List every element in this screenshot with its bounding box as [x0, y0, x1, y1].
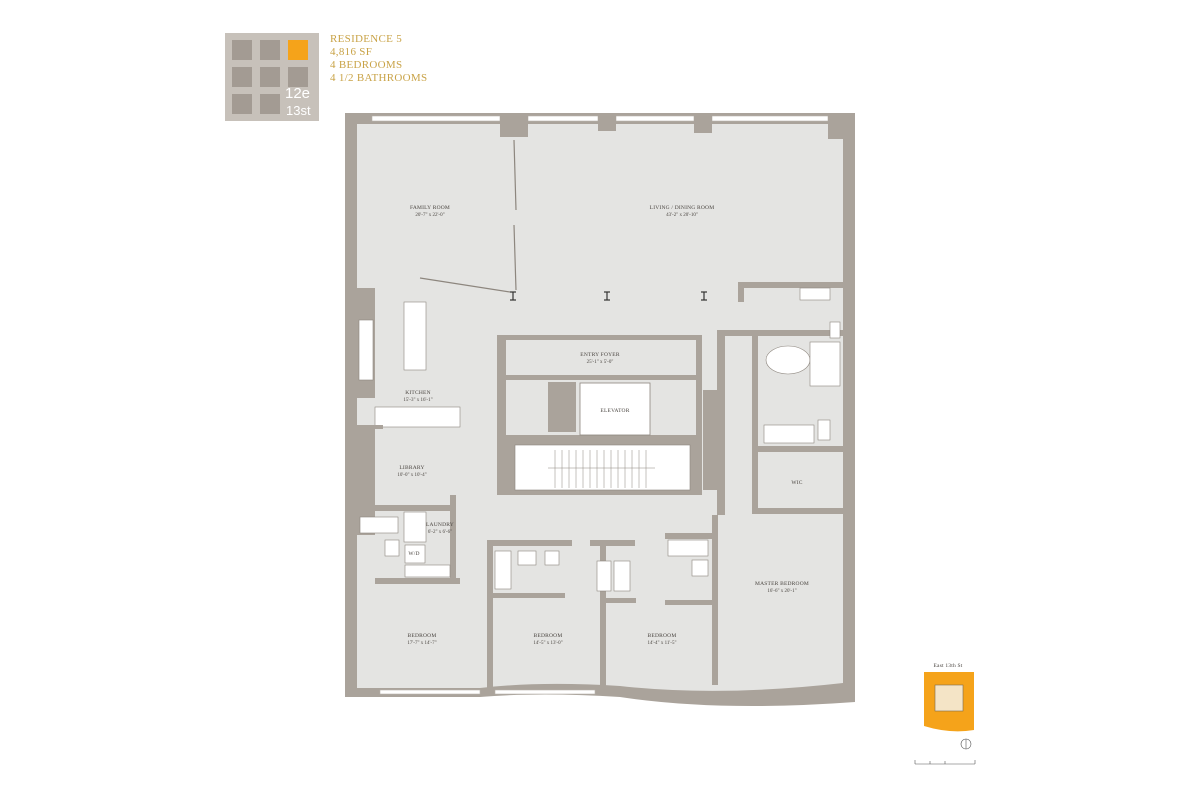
wic-label: WIC: [791, 480, 802, 486]
bath-fixtures-west: [359, 511, 451, 578]
logo-street: 13st: [286, 103, 311, 118]
bottom-windows: [379, 689, 596, 695]
master-bath-fixtures: [763, 287, 841, 444]
family-room-label: FAMILY ROOM: [410, 205, 450, 211]
structural-columns: [510, 291, 707, 301]
bedroom-3-dim: 14'-4" x 11'-5": [647, 641, 676, 646]
master-bedroom-label: MASTER BEDROOM: [755, 581, 809, 587]
key-plan: East 13th St: [924, 663, 974, 732]
laundry-dim: 6'-2" x 6'-6": [428, 530, 452, 535]
elevator-car: [579, 382, 651, 436]
library-dim: 10'-0" x 10'-4": [397, 473, 426, 478]
entry-foyer-label: ENTRY FOYER: [580, 352, 620, 358]
residence-bedrooms: 4 BEDROOMS: [330, 59, 403, 71]
bedroom-1-label: BEDROOM: [408, 633, 437, 639]
logo-square-highlight: [288, 40, 308, 60]
building-logo: 12e 13st: [225, 33, 319, 121]
bedroom-2-label: BEDROOM: [534, 633, 563, 639]
north-arrow-icon: [960, 738, 972, 750]
logo-square: [232, 94, 252, 114]
core-shaft: [548, 382, 576, 432]
top-piers: [500, 113, 855, 139]
logo-square: [232, 40, 252, 60]
residence-bathrooms: 4 1/2 BATHROOMS: [330, 72, 428, 84]
library-label: LIBRARY: [399, 465, 424, 471]
logo-square: [260, 67, 280, 87]
bedroom-1-dim: 17'-7" x 14'-7": [407, 641, 436, 646]
residence-name: RESIDENCE 5: [330, 33, 403, 45]
bath-fixtures-bedrooms: [494, 539, 709, 592]
logo-square: [260, 40, 280, 60]
residence-area: 4,816 SF: [330, 46, 373, 58]
residence-info: RESIDENCE 5 4,816 SF 4 BEDROOMS 4 1/2 BA…: [330, 33, 427, 85]
bedroom-2-dim: 14'-5" x 13'-0": [533, 641, 562, 646]
scale-bar-icon: [914, 760, 976, 765]
logo-square: [260, 94, 280, 114]
closet-wall: [703, 390, 717, 490]
living-dining-dim: 43'-2" x 20'-10": [666, 213, 698, 218]
logo-square: [288, 67, 308, 87]
stair: [514, 444, 691, 491]
living-dining-label: LIVING / DINING ROOM: [650, 205, 715, 211]
logo-square: [232, 67, 252, 87]
west-room-walls: [345, 425, 460, 585]
kitchen-counter: [358, 301, 461, 428]
bedroom-3-label: BEDROOM: [648, 633, 677, 639]
key-plan-street-label: East 13th St: [934, 663, 963, 669]
master-bedroom-dim: 16'-6" x 20'-1": [767, 589, 796, 594]
family-room-dim: 20'-7" x 22'-0": [415, 213, 444, 218]
bedroom-walls: [487, 515, 718, 690]
logo-number: 12e: [285, 85, 311, 102]
wd-label: W/D: [408, 551, 419, 557]
entry-foyer-dim: 25'-1" x 5'-0": [587, 360, 614, 365]
kitchen-label: KITCHEN: [405, 390, 431, 396]
kitchen-dim: 15'-3" x 16'-1": [403, 398, 432, 403]
master-suite-walls: [717, 282, 843, 515]
laundry-label: LAUNDRY: [426, 522, 454, 528]
stair-treads: [548, 450, 655, 488]
family-living-partition: [419, 139, 517, 293]
key-plan-unit: [934, 684, 964, 712]
entry-foyer-area: [506, 340, 696, 375]
elevator-label: ELEVATOR: [600, 408, 629, 414]
